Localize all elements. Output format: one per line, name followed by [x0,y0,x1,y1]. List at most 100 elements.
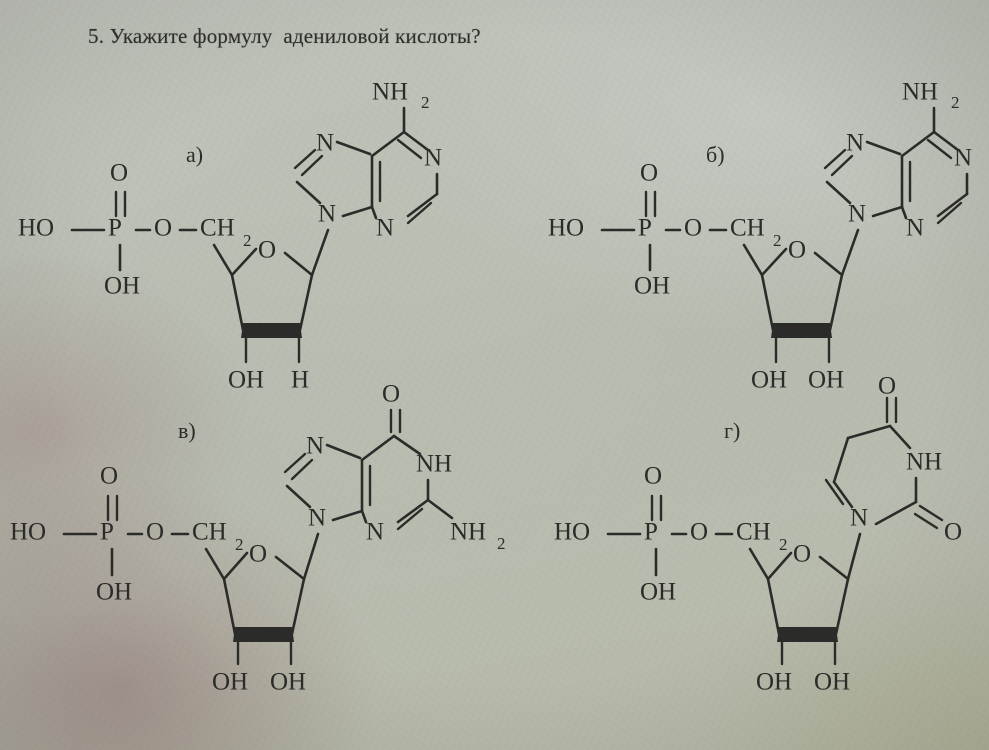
option-c-label: в) [178,418,196,443]
bond-ch2-c4 [742,243,764,277]
bond-c5-c6 [360,434,396,462]
option-c-amine-sub: 2 [497,534,506,553]
bond-c2-n3-inner [936,201,963,225]
bond-ringo-c1 [818,555,850,581]
bond-n9-c8 [295,180,322,205]
bond-c2-n3 [406,192,439,218]
option-a-sugar-oh: OH [228,367,264,394]
bond-ringo-c1 [283,251,314,277]
double-bond-c8-n7-b [293,148,317,170]
bond-c4-n3 [888,424,912,450]
sugar-ring-wedge-bond [771,323,832,338]
bond-c4-ringo [222,551,249,581]
option-b-n1: N [954,145,972,172]
bond-n7-c5 [335,140,372,156]
double-bond-c2-o-2 [913,512,939,530]
option-a-ester-o: O [154,215,172,242]
bond-c2-n3-inner [406,201,433,225]
sugar-ring-wedge-bond [233,627,294,642]
option-c-phosphate-p: P [100,519,114,546]
option-d-carbonyl-right-o: O [944,519,962,546]
bond-c6-n1 [392,434,422,456]
option-a-n9: N [318,201,336,228]
bond-c1-c2 [834,577,850,636]
bond-n7-c5 [865,140,902,156]
option-d-ring-o: O [793,541,811,568]
option-d-carbonyl-top-o: O [878,373,896,400]
double-bond-c8-n7-a [290,458,314,481]
bond-c5-c4 [846,424,892,440]
bond-c2-n3 [936,192,969,218]
bond-n9-c8 [825,180,852,205]
double-bond-c8-n7-b [823,148,847,170]
option-c-amine: NH [450,519,486,546]
option-b-n3: N [906,215,924,242]
option-b-phosphate-ho: HO [548,215,584,242]
option-b-structure: б) HO P O OH O CH 2 O OH OH N N [538,70,989,394]
option-d-structure: г) HO P O OH O CH 2 O OH OH N O [538,373,989,696]
bond-ch2-c4 [748,547,770,581]
bond-ch2-c4 [212,243,234,277]
bond-c6-n1 [402,130,430,152]
bond-ringo-c1 [274,555,306,581]
option-c-ring-o: O [249,541,267,568]
option-b-n9: N [848,201,866,228]
option-d-phosphate-double-o: O [644,463,662,490]
bond-n7-c5 [325,443,362,460]
option-d-n1: N [850,505,868,532]
bond-c6-n1-inner [396,138,423,160]
bond-ch2-c4 [204,547,226,581]
bond-c1-c2 [290,577,306,636]
bond-c4-ringo [766,551,793,581]
double-bond-c8-n7-b [283,452,307,474]
option-a-ch2-sub: 2 [243,231,252,250]
option-b-ch2-sub: 2 [773,231,782,250]
option-b-ch2: CH [730,215,765,242]
question-text: 5. Укажите формулу адениловой кислоты? [88,24,481,48]
option-a-ch2: CH [200,215,235,242]
bond-n3-c4 [900,205,908,220]
option-c-phosphate-oh: OH [96,579,132,606]
sugar-ring-wedge-bond [241,323,302,338]
bond-c1-n9 [302,532,320,581]
bond-n9-c4 [871,205,904,218]
bond-c4-ringo [760,247,788,277]
option-d-nh: NH [906,449,942,476]
option-d-phosphate-p: P [644,519,658,546]
bond-c6-c5 [832,436,850,484]
option-a-n3: N [376,215,394,242]
option-b-amine-sub: 2 [951,93,960,112]
bond-n9-c4 [341,205,374,218]
option-d-phosphate-ho: HO [554,519,590,546]
option-a-phosphate-p: P [108,215,122,242]
option-a-sugar-h: H [291,367,309,394]
option-a-phosphate-oh: OH [104,273,140,300]
bond-c1-n9 [310,228,330,277]
bond-c2-n3-inner [396,507,424,531]
option-b-phosphate-double-o: O [640,160,658,187]
bond-c5-c6 [370,130,406,158]
option-c-ch2-sub: 2 [235,535,244,554]
bond-c1-n9 [840,228,860,277]
option-b-ring-o: O [788,237,806,264]
option-b-n7: N [846,130,864,157]
double-bond-c8-n7-a [830,154,854,177]
bond-c1-c2 [298,273,314,332]
option-d-ch2-sub: 2 [779,535,788,554]
option-b-sugar-oh-1: OH [751,367,787,394]
bond-c2-n3 [396,498,430,524]
bond-c4-c3 [222,577,237,636]
option-a-amine-sub: 2 [421,93,430,112]
option-a-phosphate-ho: HO [18,215,54,242]
bond-c1-n1 [846,532,862,581]
option-b-phosphate-p: P [638,215,652,242]
option-c-n9: N [308,505,326,532]
bond-c1-c2 [828,273,844,332]
option-c-carbonyl-o: O [382,381,400,408]
option-d-ch2: CH [736,519,771,546]
option-c-phosphate-double-o: O [100,463,118,490]
option-c-sugar-oh-1: OH [212,669,248,696]
option-a-phosphate-double-o: O [110,160,128,187]
bond-n3-c4 [360,509,368,524]
